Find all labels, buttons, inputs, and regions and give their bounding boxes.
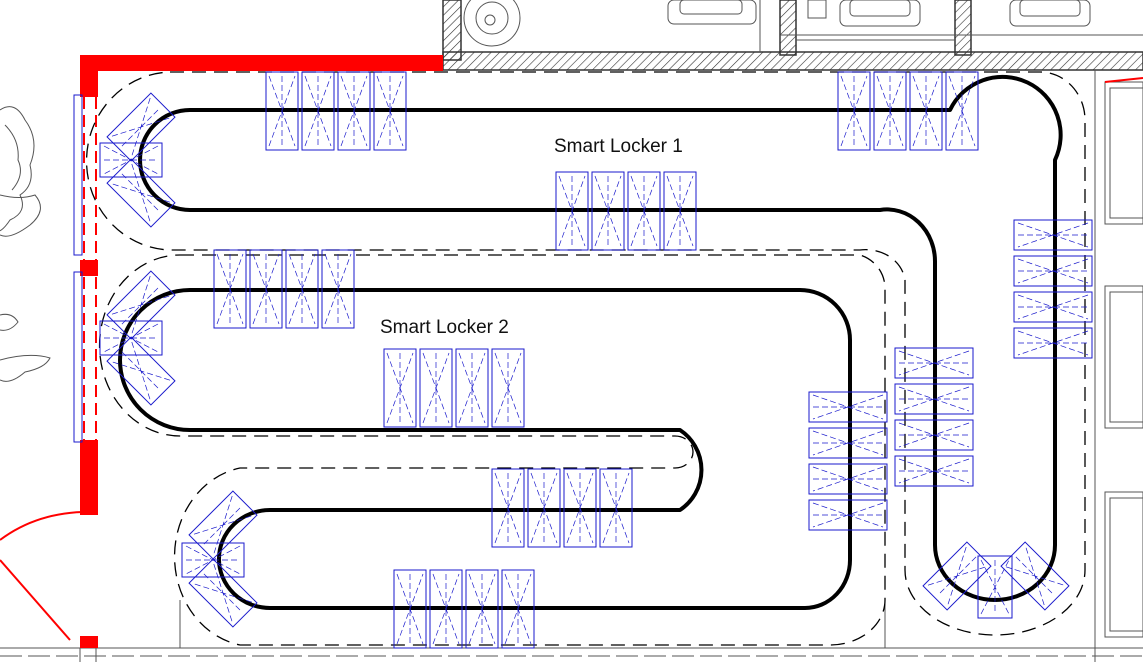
locker-cart-27 xyxy=(491,348,525,428)
locker-cart-43 xyxy=(99,320,163,356)
locker-cart-15 xyxy=(1013,327,1093,359)
locker-cart-11 xyxy=(663,171,697,251)
locker-cart-4 xyxy=(837,71,871,151)
locker-cart-20 xyxy=(213,249,247,329)
track-smart-locker-1 xyxy=(85,71,1086,636)
locker-cart-49 xyxy=(977,555,1013,619)
locker-cart-19 xyxy=(894,455,974,487)
locker-cart-10 xyxy=(627,171,661,251)
locker-cart-14 xyxy=(1013,291,1093,323)
locker-cart-47 xyxy=(188,490,258,560)
locker-cart-25 xyxy=(419,348,453,428)
locker-cart-21 xyxy=(249,249,283,329)
locker-cart-31 xyxy=(808,499,888,531)
locker-cart-48 xyxy=(188,558,258,628)
locker-cart-16 xyxy=(894,347,974,379)
locker-cart-12 xyxy=(1013,219,1093,251)
locker-cart-8 xyxy=(555,171,589,251)
locker-cart-41 xyxy=(106,92,176,162)
locker-cart-40 xyxy=(99,142,163,178)
locker-cart-2 xyxy=(337,71,371,151)
locker-cart-17 xyxy=(894,383,974,415)
locker-cart-51 xyxy=(1000,541,1070,611)
locker-cart-35 xyxy=(599,468,633,548)
locker-cart-39 xyxy=(501,569,535,649)
locker-cart-26 xyxy=(455,348,489,428)
locker-cart-22 xyxy=(285,249,319,329)
locker-cart-46 xyxy=(181,542,245,578)
locker-cart-0 xyxy=(265,71,299,151)
locker-cart-24 xyxy=(383,348,417,428)
locker-cart-42 xyxy=(106,158,176,228)
locker-cart-32 xyxy=(491,468,525,548)
locker-cart-28 xyxy=(808,391,888,423)
locker-cart-50 xyxy=(922,541,992,611)
track-smart-locker-2 xyxy=(98,254,886,646)
locker-cart-45 xyxy=(106,336,176,406)
locker-cart-13 xyxy=(1013,255,1093,287)
locker-cart-5 xyxy=(873,71,907,151)
locker-cart-33 xyxy=(527,468,561,548)
smart-locker-1-label: Smart Locker 1 xyxy=(554,136,683,157)
locker-cart-44 xyxy=(106,270,176,340)
red-wall-outline xyxy=(73,55,443,648)
locker-cart-37 xyxy=(429,569,463,649)
locker-carts xyxy=(99,71,1093,649)
locker-cart-9 xyxy=(591,171,625,251)
smart-locker-2-label: Smart Locker 2 xyxy=(380,317,509,338)
locker-cart-6 xyxy=(909,71,943,151)
locker-cart-3 xyxy=(373,71,407,151)
locker-cart-23 xyxy=(321,249,355,329)
locker-cart-34 xyxy=(563,468,597,548)
locker-cart-30 xyxy=(808,463,888,495)
locker-cart-36 xyxy=(393,569,427,649)
locker-cart-38 xyxy=(465,569,499,649)
locker-cart-29 xyxy=(808,427,888,459)
locker-cart-7 xyxy=(945,71,979,151)
locker-cart-18 xyxy=(894,419,974,451)
locker-cart-1 xyxy=(301,71,335,151)
